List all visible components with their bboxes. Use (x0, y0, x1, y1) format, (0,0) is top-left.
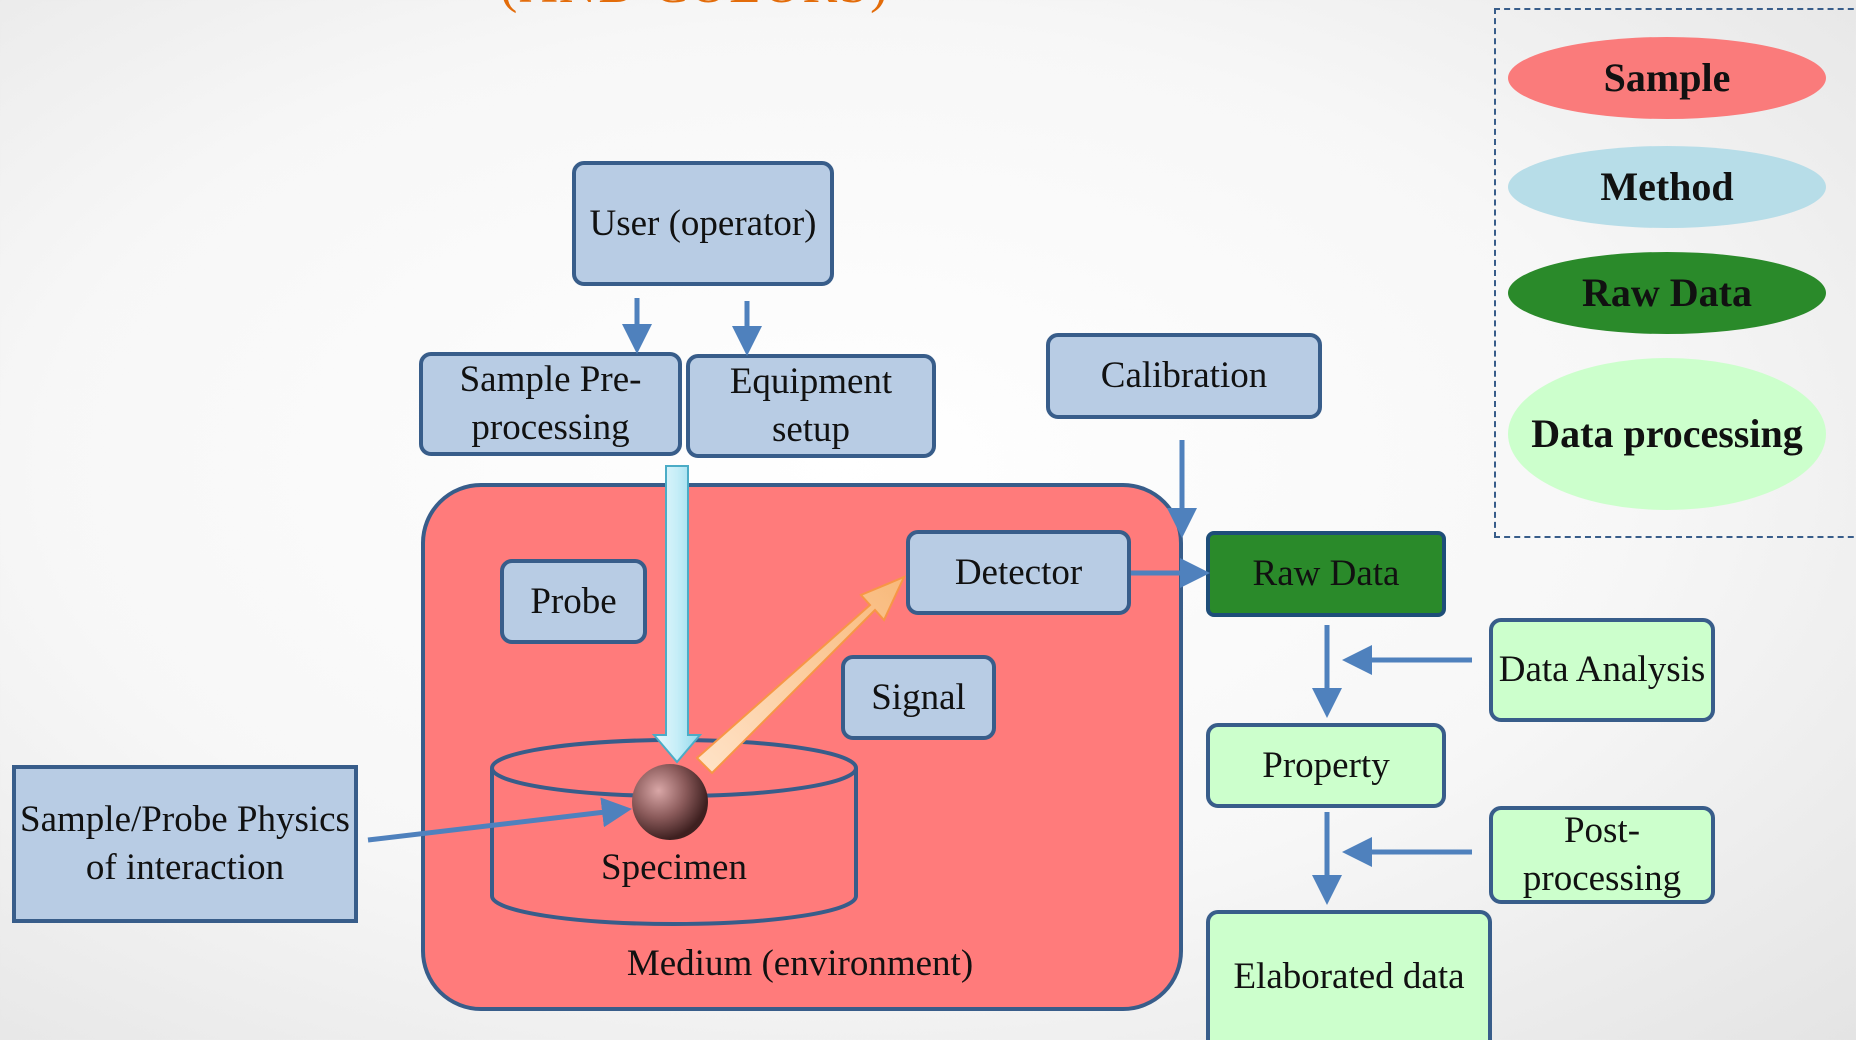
raw-data-box: Raw Data (1206, 531, 1446, 617)
legend-sample: Sample (1508, 37, 1826, 119)
post-processing-box: Post-processing (1489, 806, 1715, 904)
sample-preprocessing-box: Sample Pre-processing (419, 352, 682, 456)
physics-of-interaction-box: Sample/Probe Physics of interaction (12, 765, 358, 923)
property-box: Property (1206, 723, 1446, 808)
equipment-setup-box: Equipment setup (686, 354, 936, 458)
legend-box (1494, 8, 1856, 538)
signal-box: Signal (841, 655, 996, 740)
specimen-label: Specimen (601, 847, 747, 888)
medium-label: Medium (environment) (626, 943, 974, 984)
probe-box: Probe (500, 559, 647, 644)
calibration-box: Calibration (1046, 333, 1322, 419)
user-operator-box: User (operator) (572, 161, 834, 286)
legend-data-processing: Data processing (1508, 358, 1826, 510)
signal-beam-arrow (695, 575, 906, 775)
probe-beam-arrow (651, 465, 703, 764)
legend-raw-data: Raw Data (1508, 252, 1826, 334)
data-analysis-box: Data Analysis (1489, 618, 1715, 722)
specimen-sphere (632, 764, 708, 840)
detector-box: Detector (906, 530, 1131, 615)
elaborated-data-box: Elaborated data (1206, 910, 1492, 1040)
arrow-physics-to-specimen (367, 797, 632, 843)
specimen-cylinder (490, 768, 858, 926)
legend-method: Method (1508, 146, 1826, 228)
slide-title: (AND COLORS) (500, 0, 980, 15)
